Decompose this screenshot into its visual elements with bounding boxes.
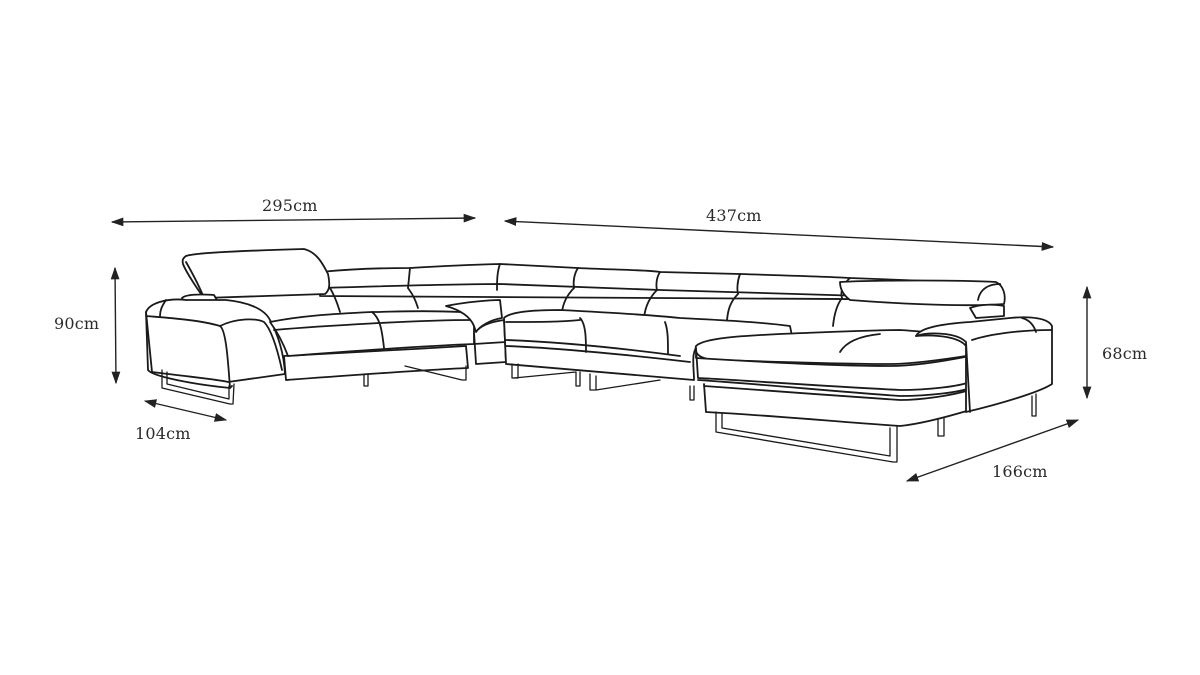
dimension-label-back-height: 90cm — [54, 314, 100, 333]
dimension-arrows — [110, 213, 1092, 482]
dimension-label-seat-depth: 104cm — [135, 424, 191, 443]
arrow-166 — [905, 419, 1080, 482]
dimension-label-left-width: 295cm — [262, 196, 318, 215]
arrow-104 — [143, 399, 228, 422]
dimension-label-chaise-length: 166cm — [992, 462, 1048, 481]
right-long-section — [503, 309, 793, 401]
left-section — [145, 298, 475, 405]
arrow-90 — [110, 266, 121, 385]
chaise-section — [694, 329, 971, 463]
arrow-295 — [110, 213, 477, 227]
arrow-437 — [503, 217, 1055, 251]
right-arm — [839, 279, 1053, 417]
dimension-label-chaise-height: 68cm — [1102, 344, 1148, 363]
corner-section — [445, 299, 507, 365]
dimension-label-right-width: 437cm — [706, 206, 762, 225]
left-headrest — [181, 248, 331, 303]
